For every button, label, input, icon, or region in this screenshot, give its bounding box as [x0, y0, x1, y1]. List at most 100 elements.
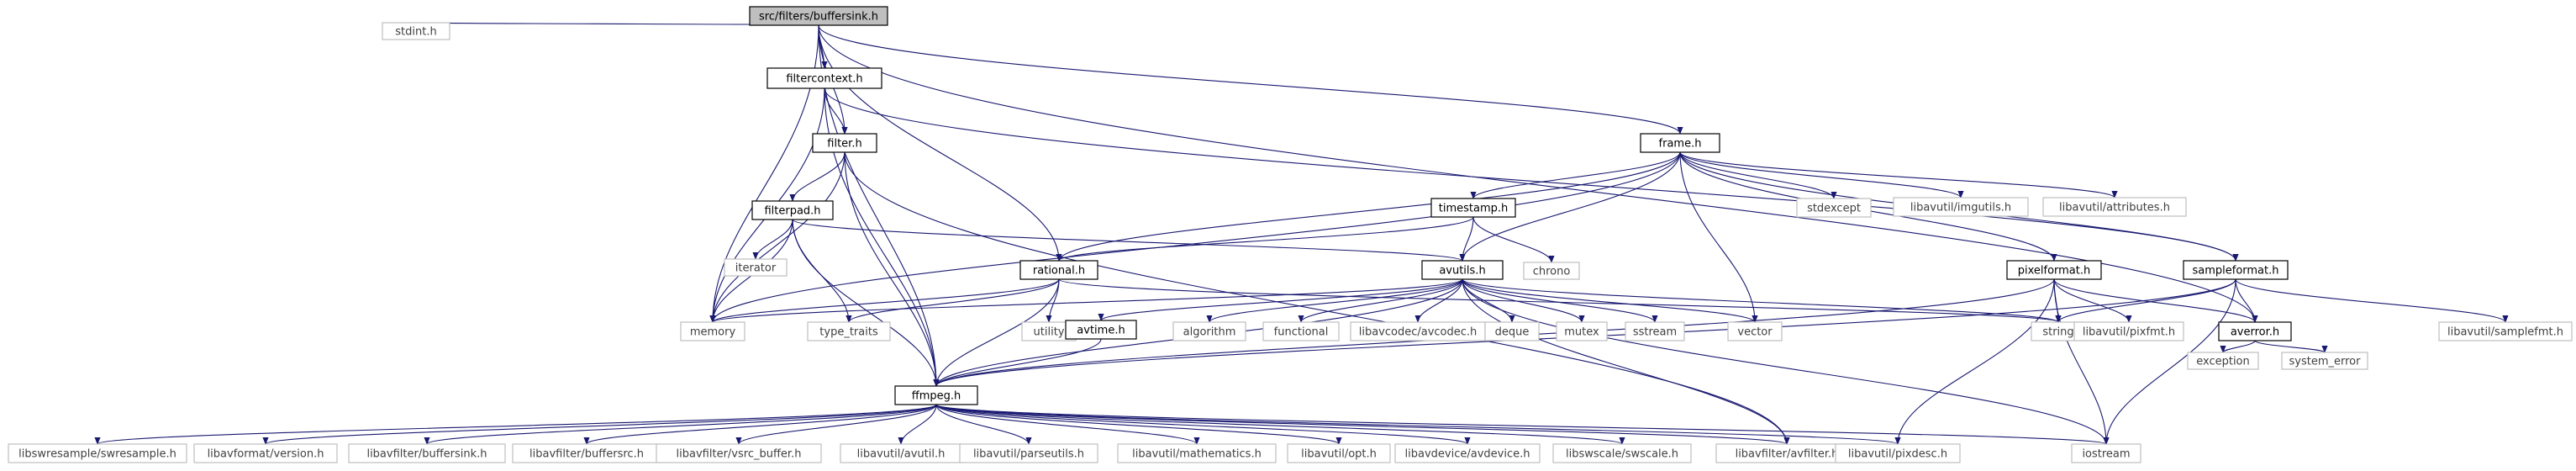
edge-ffmpeg-to-swscale [935, 404, 1625, 445]
node-pixdesc-box [1835, 443, 1961, 463]
node-memory: memory [680, 321, 745, 341]
node-avfilter-label: libavfilter/avfilter.h [1736, 448, 1839, 461]
node-buffersink-box [348, 443, 506, 463]
node-type_traits-box [807, 321, 891, 341]
node-timestamp[interactable]: timestamp.h [1430, 198, 1516, 218]
node-iterator: iterator [724, 258, 788, 277]
node-filterpad-label: filterpad.h [764, 205, 820, 218]
edge-root-to-frame [818, 24, 1683, 135]
edge-rational-to-ffmpeg [933, 278, 1060, 387]
edge-frame-to-vector [1679, 151, 1758, 323]
edge-frame-to-memory [709, 151, 1681, 323]
node-filter[interactable]: filter.h [812, 133, 877, 153]
node-avdevice: libavdevice/avdevice.h [1394, 443, 1541, 463]
node-functional-label: functional [1274, 326, 1329, 339]
edge-pixelformat-to-pixdesc [1894, 278, 2055, 445]
node-root-box [749, 6, 888, 26]
node-sampleformat-box [2183, 260, 2289, 280]
edge-frame-to-timestamp [1470, 151, 1681, 199]
edge-rational-to-string [1058, 278, 2062, 323]
node-filterpad[interactable]: filterpad.h [751, 200, 834, 220]
node-swresample: libswresample/swresample.h [8, 443, 187, 463]
node-iostream-box [2071, 443, 2141, 463]
node-pixelformat-label: pixelformat.h [2018, 265, 2091, 278]
edge-avutils-to-iostream [1462, 278, 2110, 445]
node-avutils[interactable]: avutils.h [1421, 260, 1504, 280]
edge-ffmpeg-to-avutil [898, 404, 937, 445]
node-avdevice-label: libavdevice/avdevice.h [1405, 448, 1530, 461]
edge-ffmpeg-to-avf_version [262, 404, 937, 445]
node-algorithm-box [1172, 321, 1246, 341]
edge-frame-to-attributes [1679, 151, 2118, 198]
node-root[interactable]: src/filters/buffersink.h [749, 6, 888, 26]
node-rational[interactable]: rational.h [1019, 260, 1098, 280]
node-system_error: system_error [2281, 352, 2368, 370]
node-attributes-label: libavutil/attributes.h [2059, 202, 2170, 214]
edge-root-to-rational [818, 24, 1062, 262]
node-avdevice-box [1394, 443, 1541, 463]
node-frame[interactable]: frame.h [1640, 133, 1720, 153]
edge-rational-to-memory [709, 278, 1060, 323]
edge-ffmpeg-to-buffersink [424, 404, 937, 445]
node-filtercontext-label: filtercontext.h [786, 73, 862, 86]
node-frame-box [1640, 133, 1720, 153]
node-ffmpeg-label: ffmpeg.h [912, 390, 961, 403]
node-mathematics-box [1117, 443, 1277, 463]
node-buffersink: libavfilter/buffersink.h [348, 443, 506, 463]
edge-ffmpeg-to-avfilter [935, 404, 1790, 445]
node-sstream-box [1625, 321, 1685, 341]
node-ffmpeg[interactable]: ffmpeg.h [894, 385, 978, 405]
node-string: string [2031, 321, 2086, 341]
node-filtercontext[interactable]: filtercontext.h [766, 67, 882, 89]
edge-frame-to-stdexcept [1679, 151, 1837, 199]
node-type_traits: type_traits [807, 321, 891, 341]
node-avcodec: libavcodec/avcodec.h [1350, 321, 1486, 341]
edge-sampleformat-to-iostream [2103, 278, 2236, 445]
node-pixelformat[interactable]: pixelformat.h [2006, 260, 2102, 280]
edge-pixelformat-to-averror [2053, 278, 2258, 323]
node-sampleformat-label: sampleformat.h [2192, 265, 2278, 278]
node-timestamp-label: timestamp.h [1439, 203, 1509, 215]
node-swscale: libswscale/swscale.h [1552, 443, 1692, 463]
node-parseutils-box [959, 443, 1098, 463]
node-system_error-label: system_error [2289, 356, 2362, 368]
node-pixdesc-label: libavutil/pixdesc.h [1848, 448, 1947, 461]
node-system_error-box [2281, 352, 2368, 370]
node-exception-label: exception [2196, 356, 2250, 368]
edge-avutils-to-avfilter [1462, 278, 1790, 445]
node-filterpad-box [751, 200, 834, 220]
node-averror[interactable]: averror.h [2218, 321, 2292, 341]
node-rational-label: rational.h [1033, 265, 1085, 278]
edge-averror-to-exception [2220, 340, 2256, 353]
node-avutil: libavutil/avutil.h [840, 443, 962, 463]
node-imgutils-label: libavutil/imgutils.h [1910, 202, 2011, 214]
node-sampleformat[interactable]: sampleformat.h [2183, 260, 2289, 280]
node-opt-label: libavutil/opt.h [1301, 448, 1377, 461]
edges-layer [94, 22, 2509, 445]
node-avtime[interactable]: avtime.h [1065, 320, 1137, 340]
edge-ffmpeg-to-parseutils [935, 404, 1032, 445]
edge-ffmpeg-to-swresample [94, 404, 937, 445]
node-pixfmt-box [2073, 321, 2184, 341]
edge-avutils-to-memory [709, 278, 1463, 323]
edge-avutils-to-mutex [1462, 278, 1585, 323]
node-buffersrc-label: libavfilter/buffersrc.h [529, 448, 644, 461]
node-vsrc_buffer-label: libavfilter/vsrc_buffer.h [677, 448, 802, 461]
edge-rational-to-type_traits [845, 278, 1060, 323]
edge-filter-to-memory [709, 151, 845, 323]
node-pixelformat-box [2006, 260, 2102, 280]
edge-avutils-to-avcodec [1414, 278, 1463, 323]
node-string-label: string [2042, 326, 2073, 339]
node-functional: functional [1262, 321, 1340, 341]
node-filter-box [812, 133, 877, 153]
edge-ffmpeg-to-pixdesc [935, 404, 1901, 445]
node-samplefmt-box [2438, 321, 2573, 341]
node-swscale-label: libswscale/swscale.h [1566, 448, 1678, 461]
node-type_traits-label: type_traits [819, 326, 878, 339]
edge-filter-to-ffmpeg [844, 151, 940, 387]
node-sstream: sstream [1625, 321, 1685, 341]
node-stdexcept-box [1796, 198, 1872, 218]
nodes-layer: src/filters/buffersink.hstdint.hfilterco… [8, 6, 2573, 463]
edge-pixelformat-to-string [2053, 278, 2062, 323]
edge-pixelformat-to-iostream [2053, 278, 2110, 445]
